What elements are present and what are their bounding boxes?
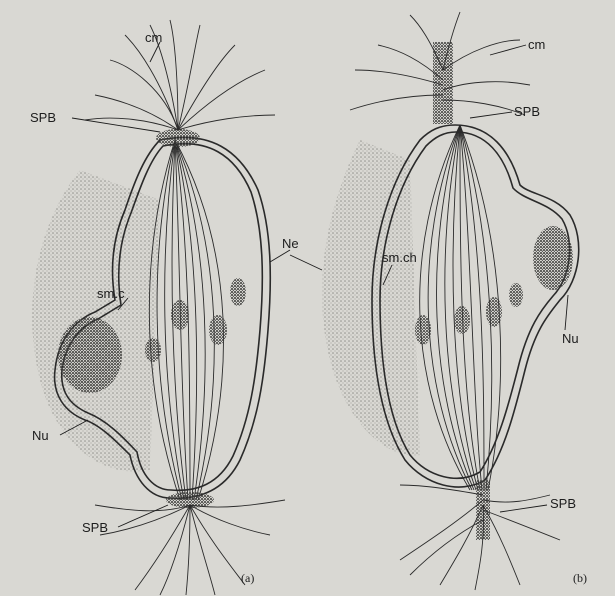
label-nu-b: Nu — [562, 331, 579, 346]
label-spb-bottom-b: SPB — [550, 496, 576, 511]
label-ne: Ne — [282, 236, 299, 251]
label-cm-b: cm — [528, 37, 545, 52]
label-spb-top-a: SPB — [30, 110, 56, 125]
label-smc: sm.c — [97, 286, 125, 301]
label-cm-a: cm — [145, 30, 162, 45]
spb-top-a — [156, 129, 200, 147]
panel-label-a: (a) — [241, 571, 254, 585]
nucleolus-a — [58, 317, 122, 393]
label-nu-a: Nu — [32, 428, 49, 443]
label-spb-bottom-a: SPB — [82, 520, 108, 535]
nucleolus-b — [533, 226, 573, 290]
label-smch: sm.ch — [382, 250, 417, 265]
panel-label-b: (b) — [573, 571, 587, 585]
label-spb-top-b: SPB — [514, 104, 540, 119]
